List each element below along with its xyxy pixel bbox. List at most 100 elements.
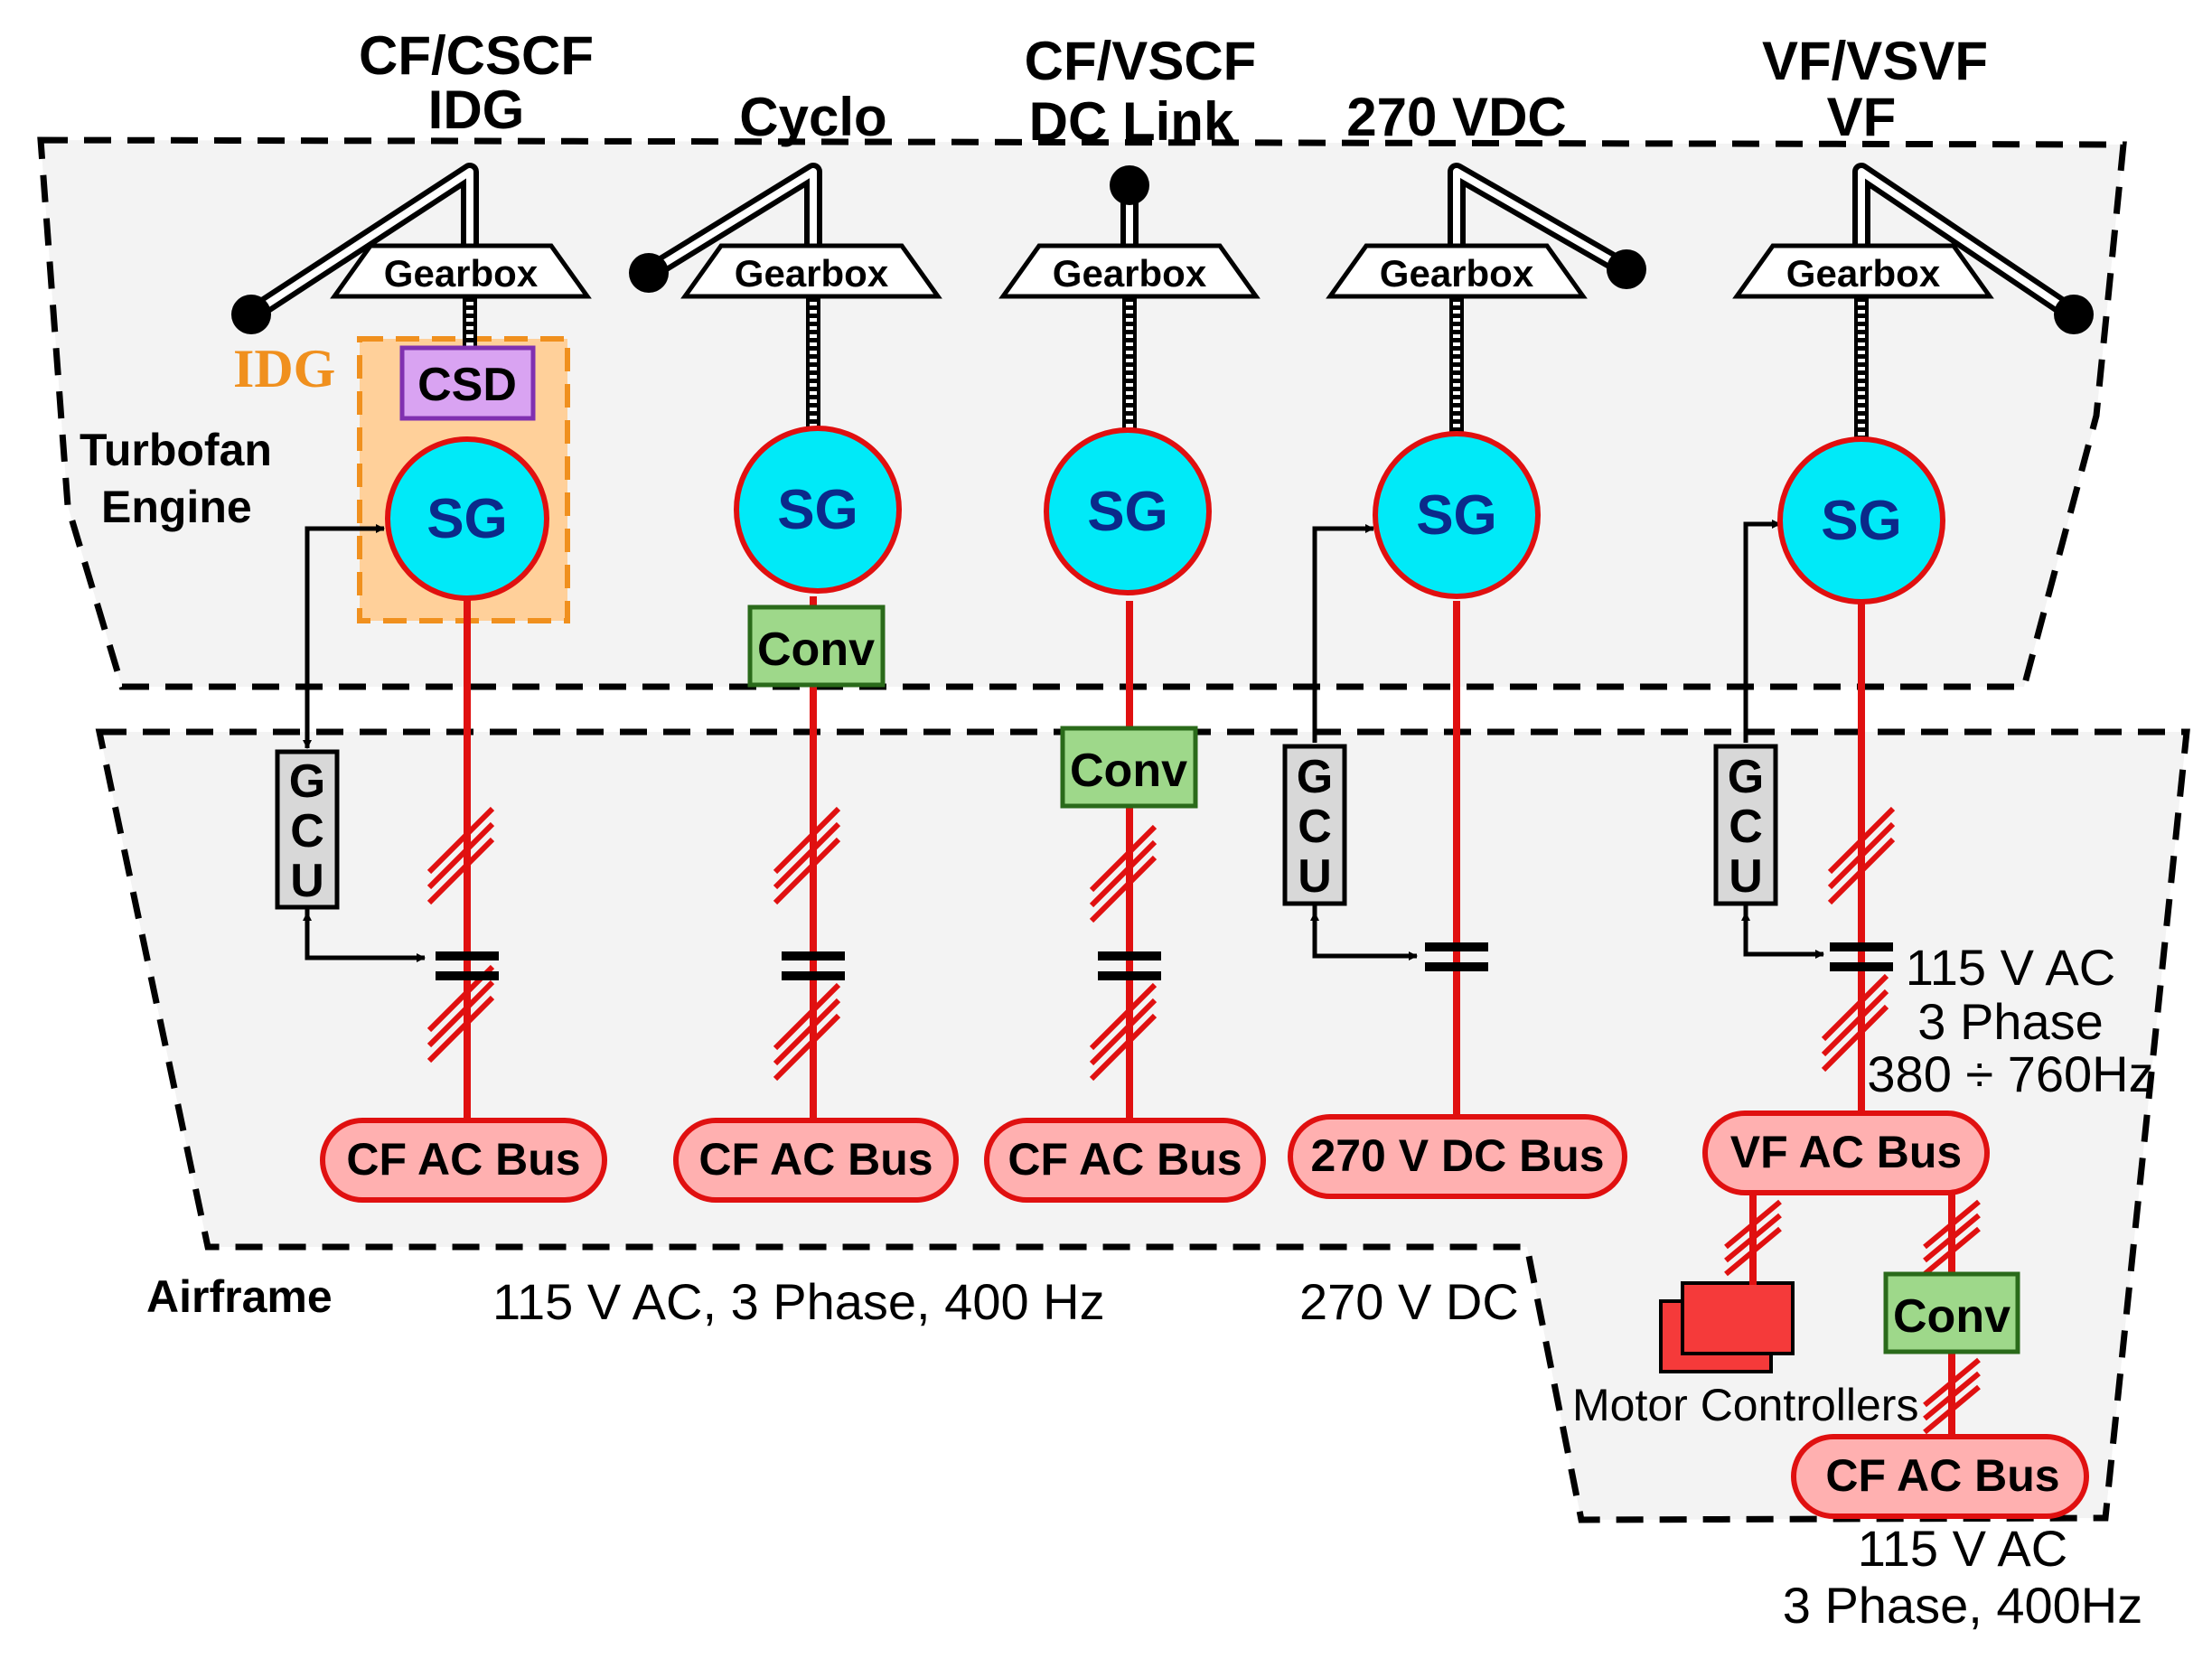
sg-cyclo: SG [734, 426, 902, 594]
svg-text:SG: SG [777, 479, 858, 541]
bus-cf-ac-3: CF AC Bus [984, 1118, 1266, 1203]
hatch-conv-branch-upper [1923, 1199, 1981, 1277]
starter-generators: SG SG SG SG SG [385, 426, 1945, 604]
hatch-dclink-upper [1089, 824, 1158, 923]
gearbox-dclink: Gearbox [998, 243, 1261, 299]
contactor-vf [1830, 942, 1893, 971]
svg-text:C: C [290, 805, 324, 857]
svg-text:G: G [1297, 751, 1333, 803]
engine-label: Engine [101, 482, 252, 532]
conv-vf-branch: Conv [1883, 1271, 2020, 1354]
shaft-270vdc [1448, 163, 1636, 278]
turbofan-engine-region [37, 136, 2127, 690]
shaft-ends [231, 165, 2094, 334]
bus-cf-ac-out: CF AC Bus [1791, 1434, 2089, 1519]
motor-controllers [1659, 1281, 1795, 1373]
contactor-idg [436, 951, 499, 980]
gearbox-vf: Gearbox [1732, 243, 1994, 299]
svg-text:Gearbox: Gearbox [384, 252, 539, 295]
sg-vf: SG [1777, 436, 1945, 604]
hatch-idg-upper [426, 806, 495, 905]
cf-out-note-line2: 3 Phase, 400Hz [1783, 1577, 2142, 1634]
svg-text:G: G [1728, 751, 1764, 803]
svg-text:U: U [290, 855, 324, 907]
converters: Conv Conv Conv [747, 604, 2020, 1354]
contactor-dclink [1098, 951, 1161, 980]
bus-vf-ac: VF AC Bus [1702, 1110, 1990, 1195]
svg-text:Gearbox: Gearbox [1053, 252, 1207, 295]
svg-text:C: C [1729, 801, 1763, 853]
header-cf-cscf: CF/CSCF [359, 25, 594, 86]
bus-270v-dc: 270 V DC Bus [1288, 1114, 1627, 1199]
gearbox-idg: Gearbox [330, 243, 592, 299]
gcu-control-lines [303, 520, 1824, 962]
hatch-cyclo-lower [773, 982, 841, 1082]
turbofan-label: Turbofan [80, 425, 272, 475]
vf-note-line2: 3 Phase [1917, 993, 2104, 1050]
svg-text:U: U [1298, 850, 1332, 903]
contactors [436, 942, 1893, 980]
svg-text:CF AC Bus: CF AC Bus [346, 1134, 580, 1185]
gearboxes: Gearbox Gearbox Gearbox Gearbox Gearbox [330, 243, 1994, 299]
shaft-vf [1852, 163, 2083, 323]
sg-idg: SG [385, 436, 549, 601]
svg-text:Gearbox: Gearbox [735, 252, 889, 295]
ac-400-note: 115 V AC, 3 Phase, 400 Hz [492, 1273, 1105, 1330]
gcu-idg: G C U [275, 749, 340, 910]
gcu-270vdc: G C U [1282, 744, 1347, 906]
gearbox-270vdc: Gearbox [1326, 243, 1588, 299]
svg-text:G: G [289, 755, 325, 808]
csd-box [399, 345, 536, 421]
header-vf: VF [1827, 87, 1897, 147]
gearbox-cyclo: Gearbox [680, 243, 942, 299]
vf-note-line1: 115 V AC [1906, 939, 2115, 996]
svg-text:U: U [1729, 850, 1763, 903]
svg-text:CF AC Bus: CF AC Bus [1008, 1134, 1242, 1185]
buses: CF AC Bus CF AC Bus CF AC Bus 270 V DC B… [320, 1110, 2089, 1519]
svg-text:SG: SG [1087, 481, 1168, 543]
svg-text:Gearbox: Gearbox [1380, 252, 1534, 295]
svg-text:270 V DC Bus: 270 V DC Bus [1310, 1130, 1604, 1181]
svg-text:Conv: Conv [1893, 1290, 2010, 1343]
svg-text:SG: SG [426, 488, 508, 550]
contactor-cyclo [782, 951, 845, 980]
svg-text:SG: SG [1416, 484, 1497, 547]
header-idg: IDG [428, 80, 525, 140]
hatch-cyclo-upper [773, 806, 841, 905]
svg-text:Conv: Conv [757, 623, 875, 676]
airframe-label: Airframe [146, 1271, 333, 1322]
bus-cf-ac-1: CF AC Bus [320, 1118, 607, 1203]
header-dc-link: DC Link [1029, 91, 1234, 152]
csd-label: CSD [417, 359, 517, 411]
conv-cyclo: Conv [747, 604, 886, 688]
conv-dclink: Conv [1060, 726, 1198, 809]
svg-text:CF AC Bus: CF AC Bus [698, 1134, 933, 1185]
header-cf-vscf: CF/VSCF [1025, 31, 1257, 91]
annotations: 115 V AC, 3 Phase, 400 Hz 270 V DC 115 V… [492, 939, 2154, 1634]
hatch-conv-branch-lower [1923, 1357, 1981, 1435]
engine-shafts [242, 163, 2083, 323]
hatch-vf-lower [1821, 973, 1889, 1073]
svg-text:VF AC Bus: VF AC Bus [1730, 1127, 1963, 1177]
svg-text:SG: SG [1821, 490, 1902, 552]
dc-270-note: 270 V DC [1299, 1273, 1519, 1330]
sg-dclink: SG [1044, 427, 1212, 595]
bus-cf-ac-2: CF AC Bus [673, 1118, 959, 1203]
sg-270vdc: SG [1373, 431, 1541, 599]
idg-label: IDG [233, 339, 335, 398]
contactor-270vdc [1425, 942, 1488, 971]
hatch-dclink-lower [1089, 982, 1158, 1082]
hatch-vf-upper [1827, 806, 1896, 905]
header-vf-vsvf: VF/VSVF [1762, 31, 1988, 91]
header-cyclo: Cyclo [739, 87, 886, 147]
svg-text:Conv: Conv [1070, 745, 1187, 797]
motor-controllers-label: Motor Controllers [1572, 1380, 1918, 1430]
shaft-cyclo [640, 163, 822, 282]
cf-out-note-line1: 115 V AC [1858, 1520, 2067, 1577]
shaft-idg [242, 163, 479, 323]
gcu-boxes: G C U G C U G C U [275, 744, 1778, 910]
svg-text:Gearbox: Gearbox [1786, 252, 1941, 295]
gcu-vf: G C U [1713, 744, 1778, 906]
gearbox-shafts-pattern [466, 294, 1865, 447]
